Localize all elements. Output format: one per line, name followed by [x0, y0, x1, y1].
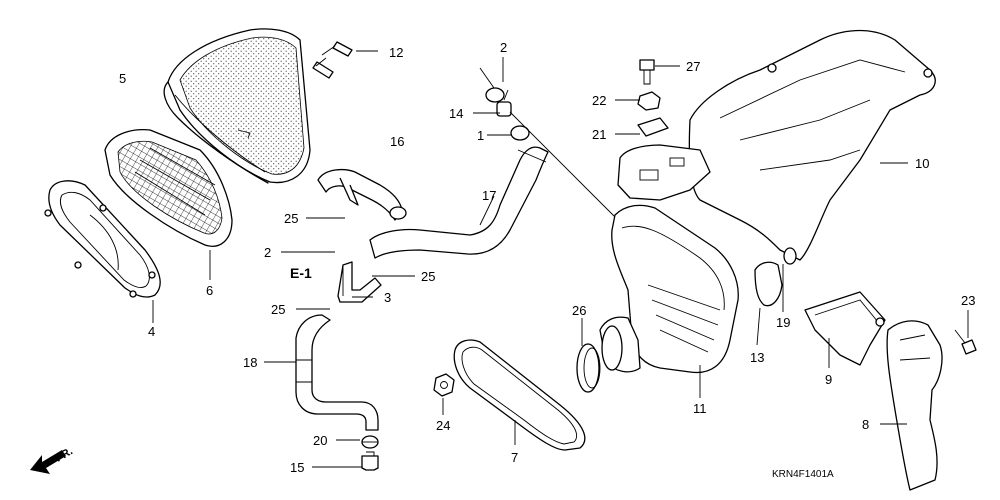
clip-plate — [637, 117, 669, 137]
callout-13: 13 — [750, 350, 764, 365]
callout-21: 21 — [592, 127, 606, 142]
washer-nut — [637, 91, 661, 111]
hose-clamps — [479, 67, 621, 223]
callout-6: 6 — [206, 283, 213, 298]
callout-26: 26 — [572, 303, 586, 318]
front-direction-arrow: FR. — [30, 445, 75, 474]
seal-ring — [576, 343, 601, 393]
diagram-code: KRN4F1401A — [772, 469, 834, 480]
callout-labels: 5 12 16 2 14 1 17 25 2 E-1 25 3 25 18 20… — [119, 40, 975, 480]
callout-18: 18 — [243, 355, 257, 370]
screw-set — [312, 41, 353, 79]
clip — [361, 435, 379, 449]
bolt — [954, 329, 977, 355]
callout-2-top: 2 — [500, 40, 507, 55]
callout-5: 5 — [119, 71, 126, 86]
breather-tube — [317, 168, 407, 221]
side-cover-bracket — [804, 291, 886, 366]
callout-19: 19 — [776, 315, 790, 330]
callout-2-left: 2 — [264, 245, 271, 260]
drain-tube — [295, 314, 379, 431]
inner-fender-cover — [688, 29, 936, 261]
mounting-bracket — [617, 144, 711, 201]
callout-11: 11 — [693, 401, 707, 416]
nut — [433, 373, 455, 397]
callout-15: 15 — [290, 460, 304, 475]
callout-10: 10 — [915, 156, 929, 171]
breather-pipe — [337, 261, 382, 303]
reference-e1: E-1 — [290, 265, 312, 281]
connecting-hose — [369, 146, 549, 259]
callout-14: 14 — [449, 106, 463, 121]
callout-1: 1 — [477, 128, 484, 143]
callout-3: 3 — [384, 290, 391, 305]
drain-plug — [361, 451, 379, 471]
flange-bolt — [639, 59, 655, 85]
front-label: FR. — [54, 445, 75, 464]
callout-27: 27 — [686, 59, 700, 74]
guard-plate — [754, 261, 783, 307]
callout-12: 12 — [389, 45, 403, 60]
callout-20: 20 — [313, 433, 327, 448]
callout-7: 7 — [511, 450, 518, 465]
air-filter-element — [163, 28, 311, 184]
grommet — [783, 247, 797, 265]
cleaner-cover — [44, 180, 161, 298]
callout-24: 24 — [436, 418, 450, 433]
callout-8: 8 — [862, 417, 869, 432]
leader-lines — [152, 50, 969, 468]
callout-25-right: 25 — [421, 269, 435, 284]
callout-25-upper: 25 — [284, 211, 298, 226]
callout-22: 22 — [592, 93, 606, 108]
callout-9: 9 — [825, 372, 832, 387]
callout-17: 17 — [482, 188, 496, 203]
callout-23: 23 — [961, 293, 975, 308]
callout-16: 16 — [390, 134, 404, 149]
callout-4: 4 — [148, 324, 155, 339]
air-cleaner-case — [599, 204, 739, 374]
side-cover — [886, 320, 943, 491]
callout-25-lower: 25 — [271, 302, 285, 317]
element-frame — [104, 129, 233, 247]
case-gasket — [453, 339, 586, 451]
